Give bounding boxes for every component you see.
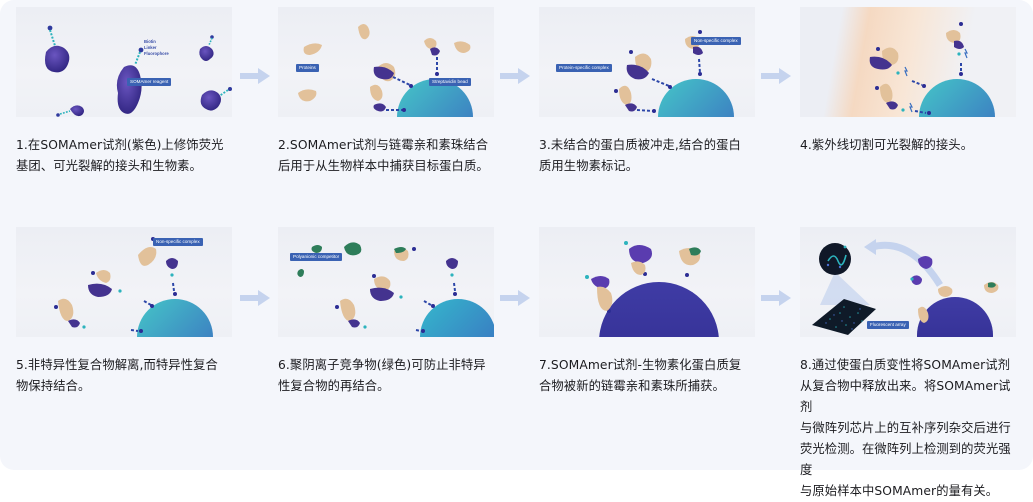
label-proteins: Proteins (296, 64, 319, 72)
legend-list: Biotin Linker Fluorophore (144, 39, 169, 57)
legend-linker: Linker (144, 45, 157, 50)
step-7: 7.SOMAmer试剂-生物素化蛋白质复 合物被新的链霉亲和素珠所捕获。 (539, 227, 755, 397)
step-7-illustration (539, 227, 755, 337)
competitor-graphic (297, 242, 494, 337)
step-2-illustration: Proteins Streptavidin bead (278, 7, 494, 117)
step-8-caption: 8.通过使蛋白质变性将SOMAmer试剂 从复合物中释放出来。将SOMAmer试… (800, 358, 1011, 498)
dissociation-graphic (54, 237, 213, 337)
wash-graphic (614, 30, 734, 117)
label-somamer-reagent: SOMAmer reagent (127, 78, 172, 86)
step-6-caption: 6.聚阴离子竞争物(绿色)可防止非特异 性复合物的再结合。 (278, 358, 486, 393)
step-4-illustration (800, 7, 1016, 117)
uv-cleavage-graphic (869, 22, 995, 117)
step-4-caption: 4.紫外线切割可光裂解的接头。 (800, 138, 974, 152)
step-6: Polyanionic competitor 6.聚阴离子竞争物(绿色)可防止非… (278, 227, 494, 397)
recapture-graphic (585, 241, 719, 337)
arrow-right-icon (240, 290, 270, 306)
step-6-illustration: Polyanionic competitor (278, 227, 494, 337)
step-5-illustration: Non-specific complex (16, 227, 232, 337)
step-2-caption: 2.SOMAmer试剂与链霉亲和素珠结合 后用于从生物样本中捕获目标蛋白质。 (278, 138, 489, 173)
step-2: Proteins Streptavidin bead 2.SOMAmer试剂与链… (278, 7, 494, 177)
label-protein-specific-complex: Protein-specific complex (556, 64, 612, 72)
step-5: Non-specific complex 5.非特异性复合物解离,而特异性复合 … (16, 227, 232, 397)
legend-biotin: Biotin (144, 39, 156, 44)
step-7-caption: 7.SOMAmer试剂-生物素化蛋白质复 合物被新的链霉亲和素珠所捕获。 (539, 358, 742, 393)
step-1-caption: 1.在SOMAmer试剂(紫色)上修饰荧光 基团、可光裂解的接头和生物素。 (16, 138, 224, 173)
microarray-detection-graphic (812, 239, 999, 337)
label-non-specific-complex: Non-specific complex (691, 37, 741, 45)
step-3-caption: 3.未结合的蛋白质被冲走,结合的蛋白 质用生物素标记。 (539, 138, 741, 173)
arrow-right-icon (500, 290, 530, 306)
legend-fluorophore: Fluorophore (144, 51, 169, 56)
step-4: 4.紫外线切割可光裂解的接头。 (800, 7, 1016, 156)
arrow-right-icon (761, 68, 791, 84)
arrow-right-icon (761, 290, 791, 306)
step-8-illustration: Fluorescent array (800, 227, 1016, 337)
label-non-specific-complex: Non-specific complex (153, 238, 203, 246)
step-3-illustration: Protein-specific complex Non-specific co… (539, 7, 755, 117)
label-polyanionic-competitor: Polyanionic competitor (290, 253, 343, 261)
step-8: Fluorescent array 8.通过使蛋白质变性将SOMAmer试剂 从… (800, 227, 1016, 502)
label-streptavidin-bead: Streptavidin bead (429, 78, 471, 86)
arrow-right-icon (240, 68, 270, 84)
step-1: Biotin Linker Fluorophore SOMAmer reagen… (16, 7, 232, 177)
step-3: Protein-specific complex Non-specific co… (539, 7, 755, 177)
step-5-caption: 5.非特异性复合物解离,而特异性复合 物保持结合。 (16, 358, 218, 393)
step-1-illustration: Biotin Linker Fluorophore SOMAmer reagen… (16, 7, 232, 117)
label-fluorescent-array: Fluorescent array (867, 321, 909, 329)
somamer-reagents-graphic (45, 25, 232, 117)
bead-capture-graphic (298, 24, 473, 117)
arrow-right-icon (500, 68, 530, 84)
